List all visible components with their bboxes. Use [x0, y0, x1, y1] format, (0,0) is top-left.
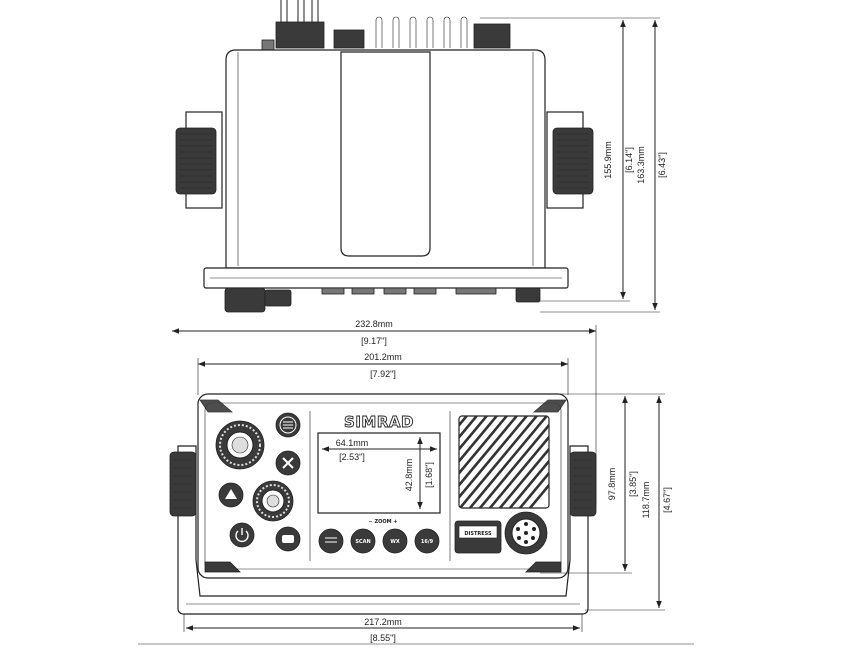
- menu-button[interactable]: [275, 412, 301, 438]
- mounting-knob-right: [546, 111, 594, 209]
- handset-connector[interactable]: [504, 511, 548, 555]
- wx-label: WX: [390, 539, 400, 545]
- soft-key-1[interactable]: [318, 528, 344, 554]
- zoom-label: − ZOOM +: [369, 519, 398, 525]
- mounting-knob-left: [175, 111, 223, 209]
- dim-width-bracket-in: [9.17"]: [361, 336, 387, 346]
- dim-width-bracket-mm: 232.8mm: [355, 319, 393, 329]
- volume-knob[interactable]: [252, 480, 294, 522]
- power-button[interactable]: [229, 522, 255, 548]
- rear-cables: [261, 0, 511, 51]
- channel-16-9-label: 16/9: [421, 539, 434, 545]
- dim-height-body-in: [6.14"]: [624, 147, 634, 173]
- dim-front-total-height-mm: 118.7mm: [641, 482, 651, 519]
- dim-screen-width-in: [2.53"]: [339, 452, 365, 462]
- dim-width-front-mm: 201.2mm: [364, 352, 402, 362]
- dim-width-front-in: [7.92"]: [370, 369, 396, 379]
- brand-logo: SIMRAD: [344, 413, 414, 431]
- speaker-grille: [458, 415, 550, 509]
- dim-screen-height-mm: 42.8mm: [404, 459, 414, 492]
- dim-height-total-mm: 163.3mm: [636, 146, 646, 184]
- scan-button[interactable]: SCAN: [350, 528, 376, 554]
- call-button[interactable]: [275, 526, 301, 552]
- distress-label: DISTRESS: [464, 531, 492, 537]
- dim-screen-width-mm: 64.1mm: [336, 438, 369, 448]
- ais-button[interactable]: [218, 482, 244, 508]
- dim-bottom-width-mm: 217.2mm: [364, 617, 402, 627]
- channel-knob[interactable]: [215, 420, 265, 470]
- mounting-bracket: [177, 445, 589, 615]
- rear-rib: [340, 51, 431, 257]
- power-icon: [235, 528, 249, 543]
- dim-height-body-mm: 155.9mm: [603, 141, 613, 179]
- cancel-button[interactable]: [275, 450, 301, 476]
- dim-front-height-in: [3.85"]: [628, 471, 638, 497]
- distress-button[interactable]: DISTRESS: [454, 520, 502, 554]
- channel-16-9-button[interactable]: 16/9: [414, 528, 440, 554]
- wx-button[interactable]: WX: [382, 528, 408, 554]
- dim-height-total-in: [6.43"]: [657, 152, 667, 178]
- dim-front-total-height-in: [4.67"]: [662, 487, 672, 513]
- front-view: SIMRAD 64.1mm [2.53"] 42.8mm [1.68"] − Z…: [138, 393, 694, 645]
- dim-screen-height-in: [1.68"]: [424, 462, 434, 488]
- dim-front-height-mm: 97.8mm: [607, 468, 617, 501]
- dim-bottom-width-in: [8.55"]: [370, 633, 396, 643]
- close-icon: [282, 457, 294, 469]
- top-view: 155.9mm [6.14"] 163.3mm [6.43"]: [175, 0, 667, 313]
- scan-label: SCAN: [355, 539, 370, 545]
